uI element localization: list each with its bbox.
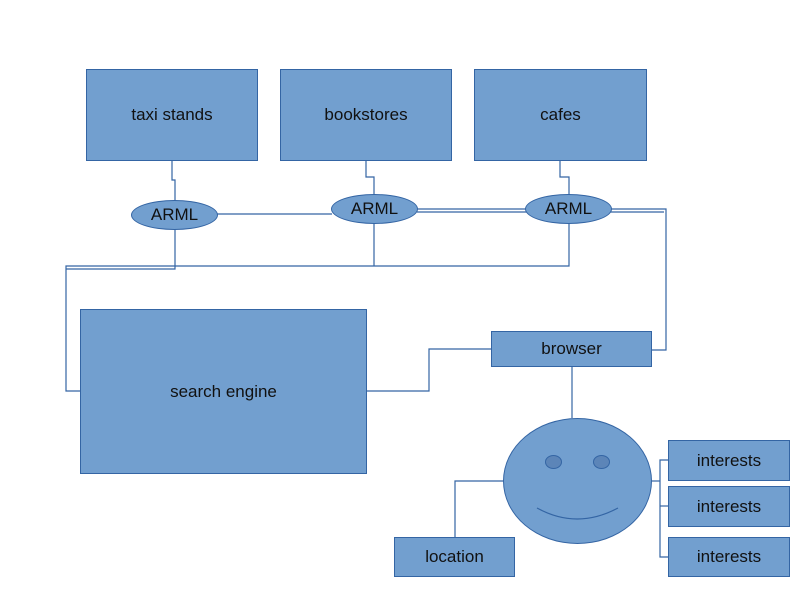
connector-arml-browser [417,208,667,351]
interests-label: interests [696,496,762,516]
arml-label: ARML [544,199,593,218]
cafes-label: cafes [540,105,581,124]
taxi-stands-box: taxi stands [86,69,258,161]
connector-search-browser [366,348,491,392]
user-smiley-icon [503,418,652,544]
connector-user-location [454,480,503,537]
connector-taxi-arml [171,160,176,201]
arml-node-cafes: ARML [525,194,612,224]
interests-box-1: interests [668,440,790,481]
search-engine-label: search engine [170,381,277,401]
connector-arml1-bus [66,229,176,270]
arml-node-taxi: ARML [131,200,218,230]
interests-label: interests [696,547,762,566]
left-eye [545,455,562,469]
cafes-box: cafes [474,69,647,161]
taxi-stands-label: taxi stands [131,105,213,124]
smile-mouth [536,507,619,520]
location-label: location [425,547,484,566]
connector-bookstores-arml [365,160,375,195]
interests-box-2: interests [668,486,790,527]
arml-node-bookstores: ARML [331,194,418,224]
arml-label: ARML [150,205,199,224]
connector-cafes-arml [559,160,570,195]
bookstores-label: bookstores [324,105,408,124]
bookstores-box: bookstores [280,69,452,161]
arml-label: ARML [350,199,399,218]
browser-label: browser [541,339,602,358]
right-eye [593,455,610,469]
interests-label: interests [696,450,762,470]
search-engine-box: search engine [80,309,367,474]
connector-arml3-bus [65,223,570,392]
location-box: location [394,537,515,577]
browser-box: browser [491,331,652,367]
interests-box-3: interests [668,537,790,577]
connector-interests-bus [659,459,669,558]
